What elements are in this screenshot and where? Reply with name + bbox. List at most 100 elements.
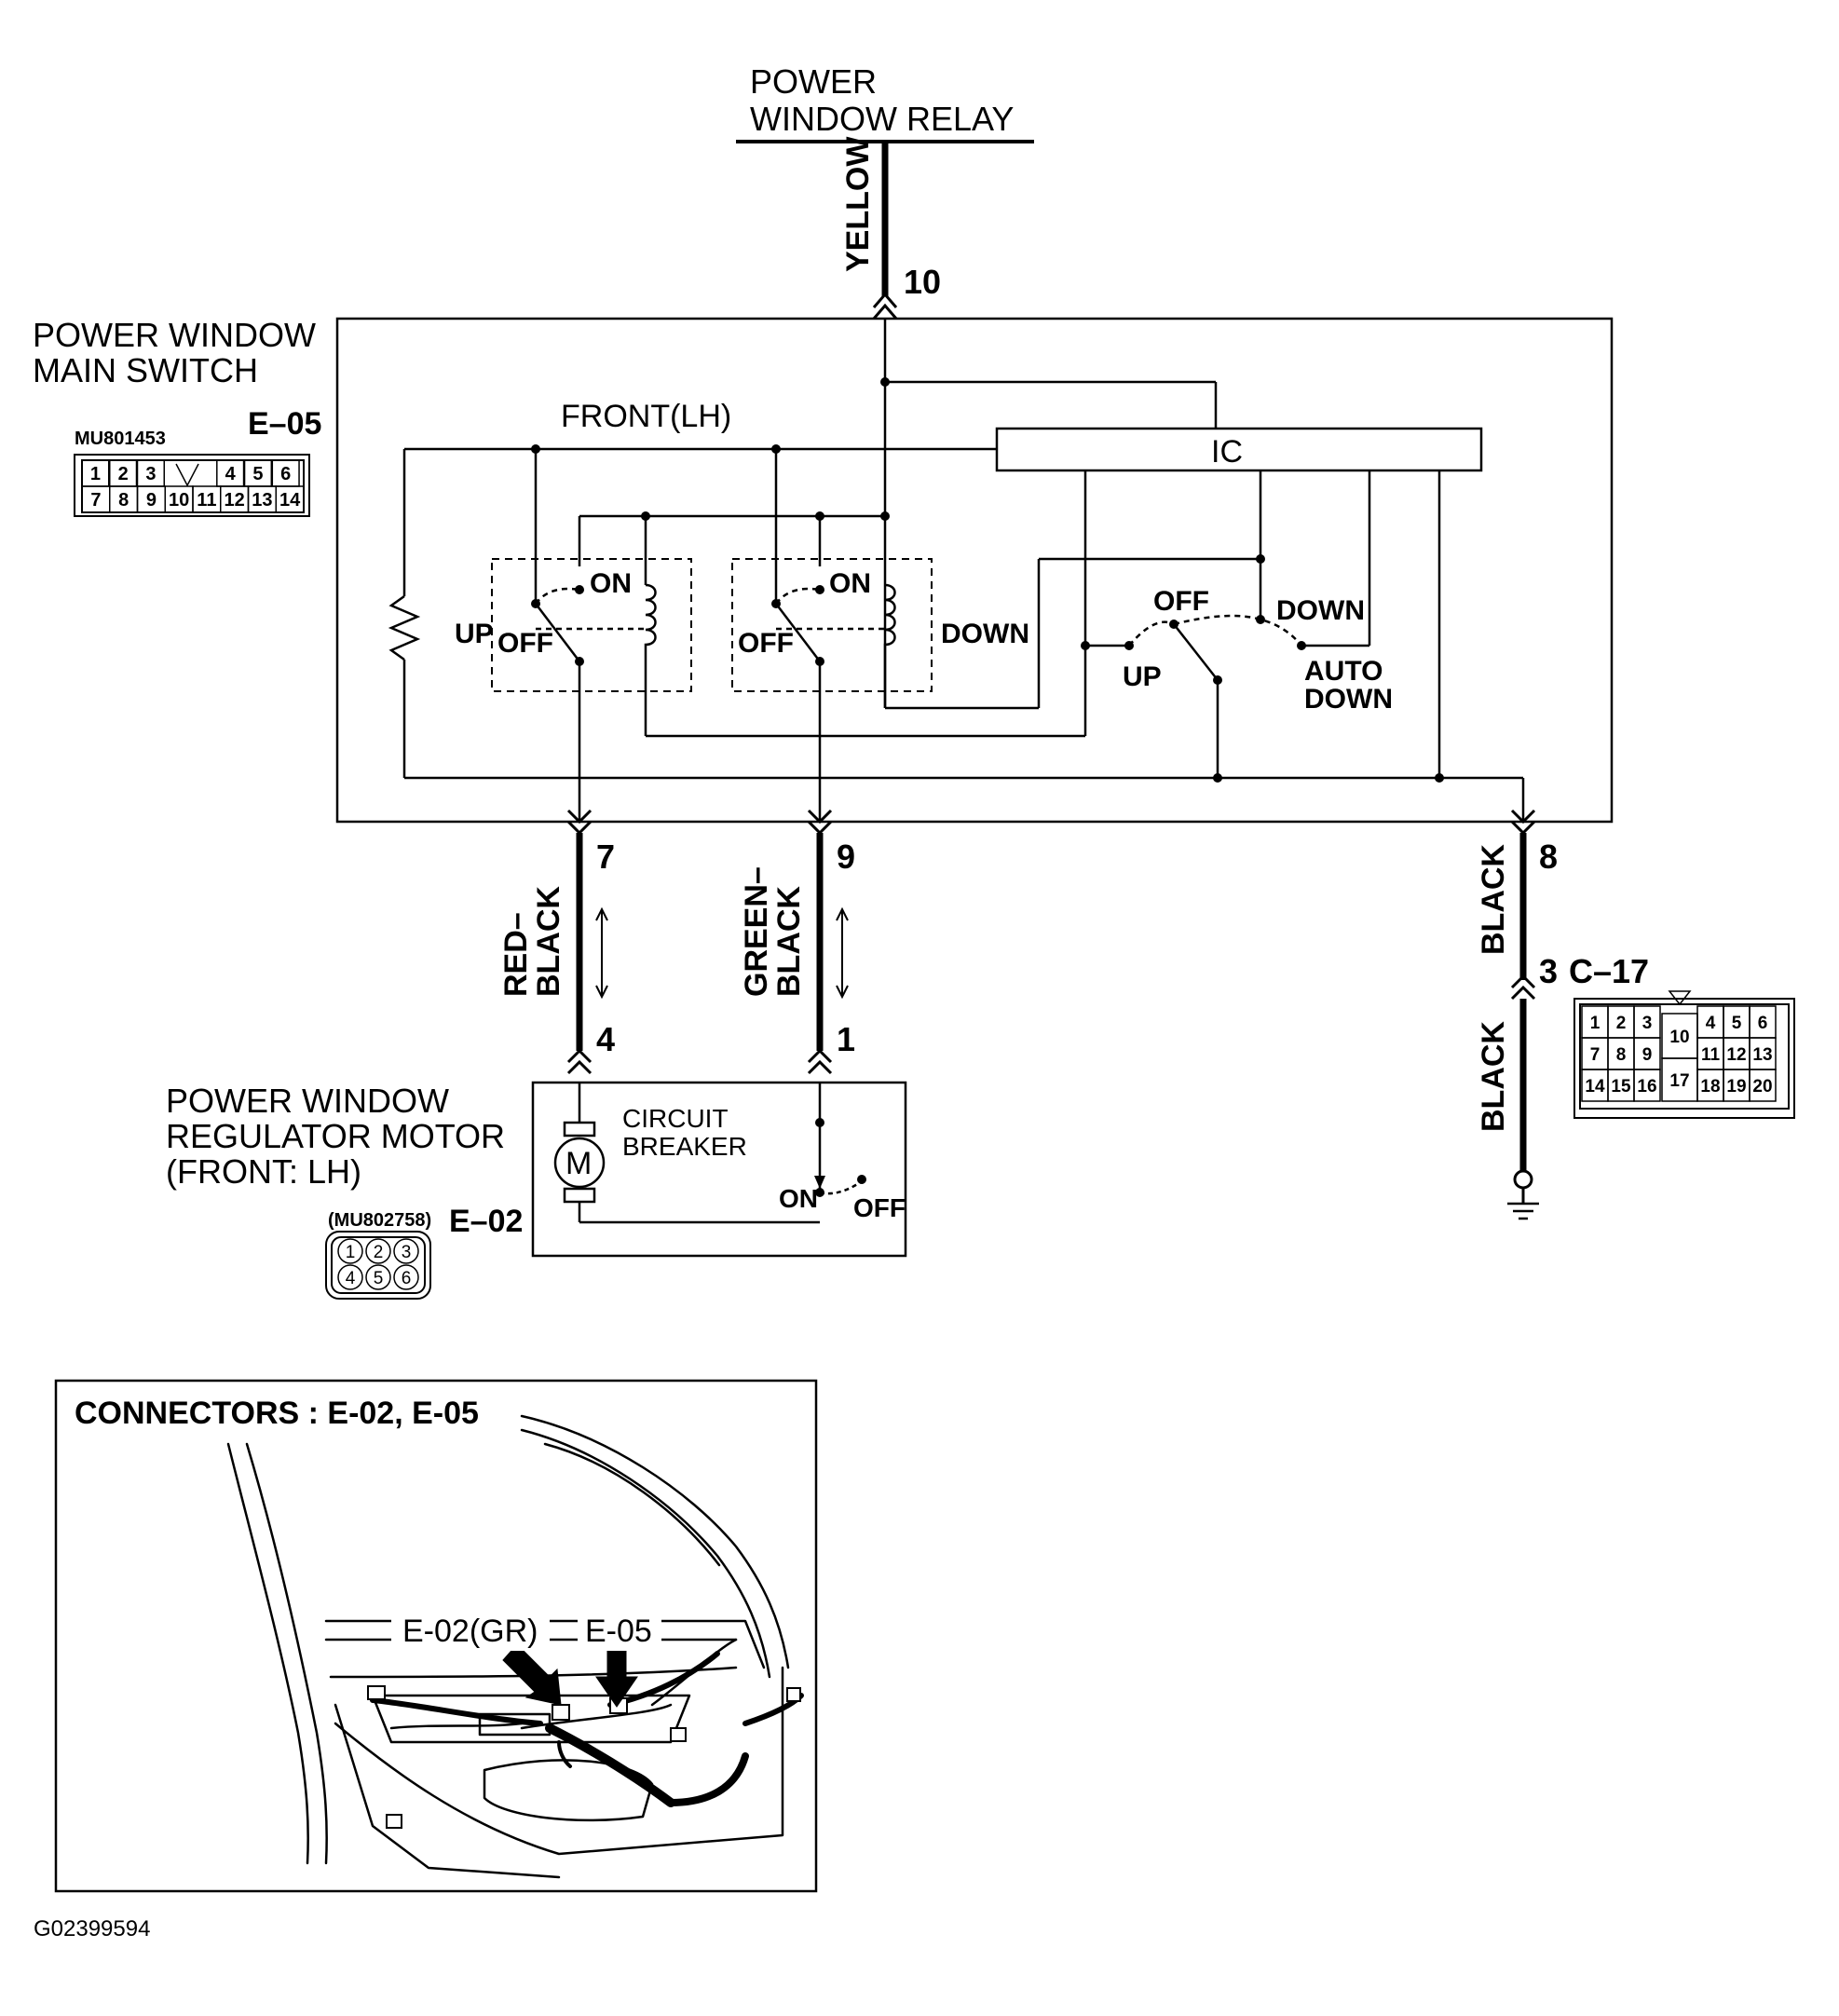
e05-top-2-pin-label: 2 [118,464,129,484]
e02-pin-6 [393,1264,419,1290]
e02-pin-4 [337,1264,363,1290]
up-label-relay: UP [455,619,494,649]
figure-id: G02399594 [34,1916,150,1941]
c17-center-17-cell [1661,1057,1698,1102]
c17-r2-1-pin-label: 7 [1590,1045,1601,1065]
e05-bottom-3-pin-label: 9 [146,490,157,511]
green-black-label-1: GREEN– [739,866,774,997]
motor-box [531,1081,907,1258]
yellow-wire-label: YELLOW [840,136,876,272]
e05-top-1-pin-label: 1 [90,464,101,484]
main-switch-internal-wiring [388,319,1525,822]
e05-top-5-pin-label: 4 [225,464,237,484]
e05-callout-label: E-05 [585,1614,652,1649]
black-upper-label: BLACK [1476,844,1511,955]
e05-top-6-pin-label: 5 [252,464,263,484]
yellow-wire: YELLOW 10 [840,136,941,320]
relay-label-line2: WINDOW RELAY [750,100,1014,138]
breaker-off-label: OFF [853,1193,906,1222]
e05-bottom-4-pin-label: 10 [169,490,189,511]
switch-labels: ON ON UP OFF OFF DOWN OFF DOWN UP AUTO D… [455,568,1393,715]
auto-label: AUTO [1304,656,1383,687]
pin-7-label: 7 [596,838,615,876]
motor-dots [814,1118,866,1197]
c17-center-17-pin-label: 17 [1669,1071,1689,1091]
motor-label-line3: (FRONT: LH) [166,1152,361,1191]
e05-bottom-6-pin-label: 12 [225,490,245,511]
motor-symbol: M [565,1146,592,1181]
main-switch-label: POWER WINDOW MAIN SWITCH MU801453 E–05 [33,316,321,449]
e02-pin-label: 3 [402,1243,412,1262]
c17-r1-5-pin-label: 5 [1732,1014,1742,1033]
motor-part-number: (MU802758) [328,1210,431,1231]
c17-r3-3-cell [1633,1069,1661,1102]
main-switch-label-line1: POWER WINDOW [33,316,316,354]
on-label-up: ON [590,568,632,599]
down-relay-box [731,558,933,692]
motor-label-line2: REGULATOR MOTOR [166,1117,505,1155]
c17-key-mark [1668,990,1692,1006]
down-label-relay: DOWN [941,619,1029,649]
e05-bottom-8-cell [275,485,305,513]
e02-pin-5 [365,1264,391,1290]
c17-r3-1-pin-label: 14 [1585,1077,1605,1097]
main-switch-label-line2: MAIN SWITCH [33,351,258,389]
main-switch-box [335,317,1614,824]
black-lower-label: BLACK [1476,1021,1511,1132]
connectors-panel [54,1379,818,1893]
c17-r2-6-pin-label: 13 [1752,1045,1772,1065]
breaker-label-2: BREAKER [622,1132,747,1161]
breaker-on-label: ON [779,1184,818,1213]
c17-r3-6-cell [1749,1069,1777,1102]
e02-pin-2 [365,1238,391,1264]
relay-label-line1: POWER [750,62,877,101]
breaker-label-1: CIRCUIT [622,1104,729,1133]
off-label-up: OFF [497,628,553,659]
e02-pin-label: 2 [374,1243,384,1262]
c17-r3-6-pin-label: 20 [1752,1077,1772,1097]
front-lh-label: FRONT(LH) [561,399,731,434]
door-connectors [367,1685,801,1829]
c17-r1-1-pin-label: 1 [1590,1014,1601,1033]
c17-r2-5-pin-label: 12 [1726,1045,1746,1065]
e05-top-7-pin-label: 6 [280,464,291,484]
c17-r2-4-pin-label: 11 [1701,1045,1721,1065]
wire-9-green-black: 9 1 GREEN– BLACK [739,809,855,1075]
connectors-title: CONNECTORS : E-02, E-05 [75,1396,479,1431]
c17-r1-3-pin-label: 3 [1642,1014,1653,1033]
e02-callout-bg [391,1612,550,1651]
e02-pin-3 [393,1238,419,1264]
motor-label-line1: POWER WINDOW [166,1082,449,1120]
e02-pin-label: 6 [402,1269,412,1288]
main-switch-connector-id: E–05 [248,406,321,442]
c17-r3-2-pin-label: 15 [1611,1077,1631,1097]
e05-bottom-1-pin-label: 7 [90,490,101,511]
e02-pin-label: 1 [346,1243,356,1262]
pin-1-label: 1 [837,1020,855,1058]
c17-r1-4-pin-label: 4 [1706,1014,1716,1033]
motor-label: POWER WINDOW REGULATOR MOTOR (FRONT: LH)… [166,1082,523,1239]
green-black-label-2: BLACK [771,886,807,997]
power-window-relay: POWER WINDOW RELAY [736,62,1034,143]
red-black-label-2: BLACK [531,886,566,997]
main-switch-part-number: MU801453 [75,429,166,449]
red-black-label-1: RED– [498,912,534,997]
pin-4-label: 4 [596,1020,615,1058]
e05-callout-bg [578,1612,661,1651]
e05-bottom-2-pin-label: 8 [118,490,129,511]
e02-pin-label: 5 [374,1269,384,1288]
ic-label: IC [1211,434,1243,470]
junction-dots [531,377,1444,783]
off-label-auto: OFF [1153,586,1209,617]
c17-r3-5-pin-label: 19 [1726,1077,1746,1097]
on-label-down: ON [829,568,871,599]
e05-top-3-pin-label: 3 [145,464,156,484]
e02-pin-label: 4 [346,1269,356,1288]
c17-center-10-pin-label: 10 [1669,1028,1689,1047]
c17-connector-id: C–17 [1569,952,1649,990]
off-label-down: OFF [738,628,794,659]
